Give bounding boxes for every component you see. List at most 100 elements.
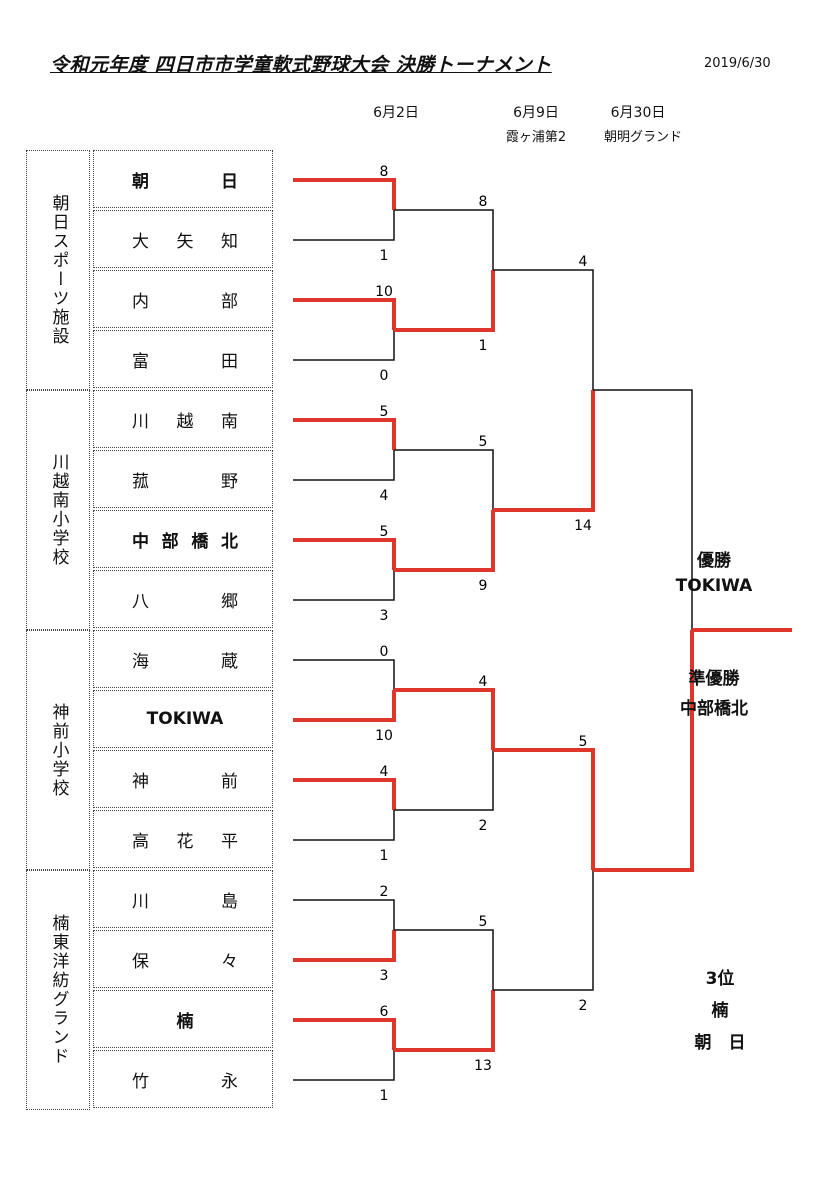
team-cell: 神前 — [93, 750, 273, 808]
team-cell: 高花平 — [93, 810, 273, 868]
bracket-line — [394, 929, 494, 990]
bracket-line — [493, 269, 594, 390]
round1-date: 6月2日 — [373, 105, 419, 121]
bracket-line — [293, 899, 395, 930]
score-label: 1 — [380, 1088, 389, 1104]
team-cell: 保々 — [93, 930, 273, 988]
team-cell: 大矢知 — [93, 210, 273, 268]
score-label: 1 — [380, 848, 389, 864]
third-place-team-1: 楠 — [711, 1001, 729, 1021]
team-name-char: 富 — [132, 351, 149, 372]
score-label: 4 — [380, 488, 389, 504]
bracket-line — [293, 330, 395, 361]
round2-date: 6月9日 — [513, 105, 559, 121]
runnerup-name: 中部橋北 — [680, 699, 748, 719]
score-label: 5 — [380, 524, 389, 540]
score-label: 5 — [579, 734, 588, 750]
score-label: 4 — [479, 674, 488, 690]
score-label: 4 — [380, 764, 389, 780]
bracket-line — [293, 930, 396, 962]
score-label: 9 — [479, 578, 488, 594]
team-name-char: 内 — [132, 291, 149, 312]
team-name-char: 朝 — [132, 171, 149, 192]
page-title: 令和元年度 四日市市学童軟式野球大会 決勝トーナメント — [50, 54, 552, 76]
score-label: 10 — [375, 728, 393, 744]
score-label: 8 — [479, 194, 488, 210]
bracket-line — [293, 538, 396, 570]
score-label: 0 — [380, 368, 389, 384]
team-name-char: 野 — [221, 471, 238, 492]
bracket-line — [394, 270, 495, 332]
score-label: 1 — [479, 338, 488, 354]
team-name-char: 楠 — [176, 1011, 194, 1032]
bracket-line — [293, 1050, 395, 1081]
score-label: 2 — [380, 884, 389, 900]
bracket-line — [493, 870, 594, 991]
team-cell: 菰野 — [93, 450, 273, 508]
score-label: 3 — [380, 968, 389, 984]
team-cell: TOKIWA — [93, 690, 273, 748]
bracket-line — [394, 209, 494, 270]
team-name-char: 島 — [221, 891, 238, 912]
bracket-line — [293, 810, 395, 841]
bracket-line — [293, 450, 395, 481]
bracket-line — [593, 630, 694, 872]
venue-block: 神前小学校 — [26, 630, 90, 870]
team-cell: 川越南 — [93, 390, 273, 448]
team-name-char: 竹 — [132, 1071, 149, 1092]
score-label: 13 — [474, 1058, 492, 1074]
round3-date: 6月30日 — [610, 105, 666, 121]
team-name-char: 部 — [221, 291, 238, 312]
score-label: 5 — [380, 404, 389, 420]
bracket-line — [593, 389, 693, 630]
bracket-line — [493, 748, 595, 870]
bracket-line — [293, 298, 396, 330]
team-cell: 朝日 — [93, 150, 273, 208]
venue-block: 朝日スポーツ施設 — [26, 150, 90, 390]
score-label: 5 — [479, 434, 488, 450]
team-name-char: 花 — [176, 831, 194, 852]
third-place-team-2: 朝 日 — [694, 1033, 746, 1053]
bracket-line — [293, 570, 395, 601]
bracket-line — [293, 178, 396, 210]
team-name-char: 中 — [132, 531, 149, 552]
team-cell: 海蔵 — [93, 630, 273, 688]
team-cell: 中部橋北 — [93, 510, 273, 568]
bracket-line — [493, 390, 595, 512]
team-name-char: 川 — [132, 891, 149, 912]
bracket-line — [293, 778, 396, 810]
team-name-char: 高 — [132, 831, 149, 852]
round3-venue: 朝明グランド — [603, 130, 682, 145]
bracket-line — [394, 688, 495, 750]
bracket-line — [394, 990, 495, 1052]
bracket-line — [394, 449, 494, 510]
team-name-char: 知 — [221, 231, 238, 252]
score-label: 5 — [479, 914, 488, 930]
team-name-char: 平 — [221, 831, 238, 852]
team-name-char: 大 — [132, 231, 149, 252]
score-label: 2 — [479, 818, 488, 834]
team-name-char: 越 — [176, 411, 194, 432]
team-name-char: 日 — [221, 171, 238, 192]
team-name-char: 保 — [132, 951, 149, 972]
score-label: 1 — [380, 248, 389, 264]
team-name-char: 永 — [221, 1071, 238, 1092]
team-name-char: 南 — [221, 411, 238, 432]
bracket-line — [293, 1018, 396, 1050]
score-label: 2 — [579, 998, 588, 1014]
team-name-char: 部 — [161, 531, 179, 552]
team-cell: 楠 — [93, 990, 273, 1048]
score-label: 3 — [380, 608, 389, 624]
score-label: 0 — [380, 644, 389, 660]
bracket-line — [293, 659, 395, 690]
team-name-char: 川 — [132, 411, 149, 432]
team-name-char: 北 — [220, 531, 238, 552]
score-label: 8 — [380, 164, 389, 180]
venue-name: 楠東洋紡グランド — [48, 914, 69, 1066]
bracket-line — [394, 510, 495, 572]
bracket-line — [394, 750, 494, 811]
team-name-char: 前 — [221, 771, 238, 792]
venue-name: 神前小学校 — [48, 702, 69, 798]
team-name-char: 矢 — [176, 231, 194, 252]
